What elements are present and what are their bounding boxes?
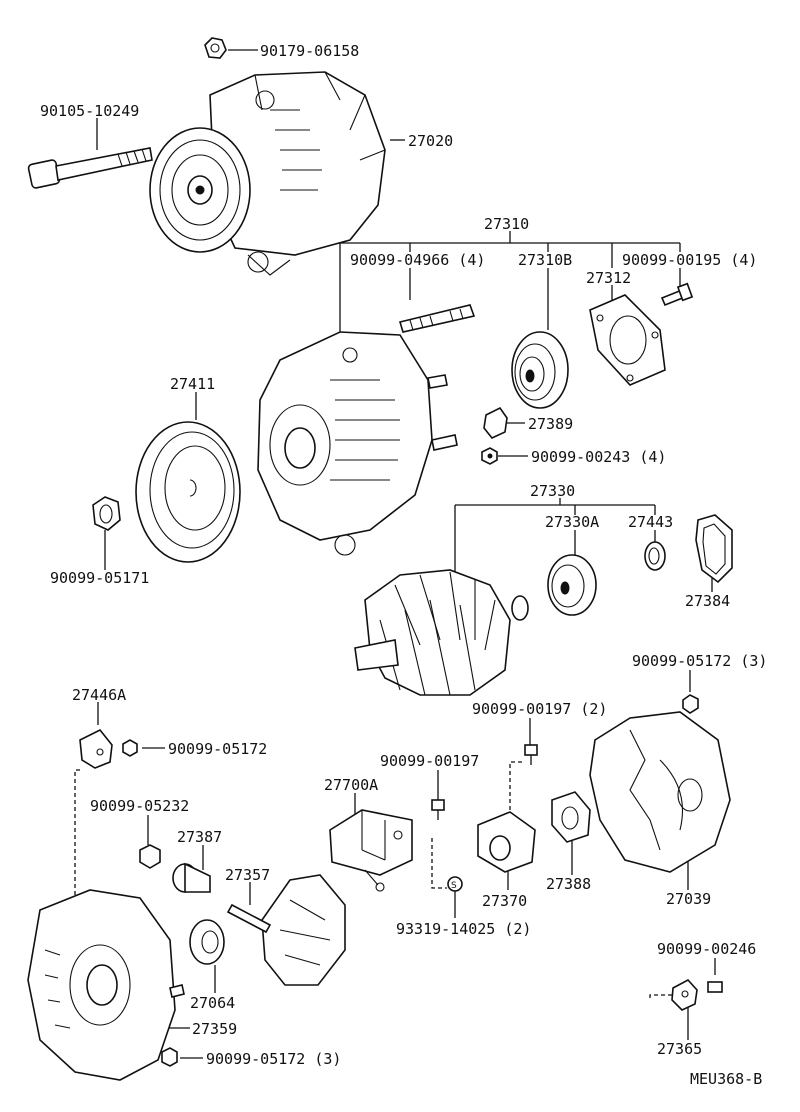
bracket-part	[79, 728, 113, 769]
label-frame-assy: 27310	[484, 215, 529, 233]
terminal-screw-part	[707, 981, 723, 993]
pulley-nut-part	[92, 496, 121, 531]
end-cover-part	[589, 711, 731, 873]
label-rotor-assy: 27330	[530, 482, 575, 500]
label-cover-ring: 27443	[628, 513, 673, 531]
label-bearing-rear: 27330A	[545, 513, 599, 531]
rear-frame-nut-part	[161, 1047, 178, 1067]
diagram-code: MEU368-B	[690, 1070, 762, 1088]
brush-holder-part	[477, 811, 536, 873]
label-nut-5172-3b: 90099-05172 (3)	[206, 1050, 341, 1068]
regulator-screw-part	[431, 799, 445, 820]
insulator-part	[695, 514, 733, 584]
cover-ring-part	[644, 541, 666, 571]
label-retainer-plate: 27312	[586, 269, 631, 287]
regulator-part	[329, 809, 413, 892]
alternator-assembly-part	[149, 71, 386, 276]
end-cover-nut-part	[682, 694, 699, 714]
frame-screw-part	[481, 447, 498, 465]
terminal-insulator-part	[172, 862, 211, 893]
pulley-part	[135, 421, 241, 563]
stud-bolt-part	[398, 304, 476, 333]
bracket-nut-part	[122, 739, 138, 757]
retainer-plate-part	[589, 294, 666, 386]
brush-screw-part	[524, 744, 538, 765]
label-nut-5172-3a: 90099-05172 (3)	[632, 652, 767, 670]
label-pulley: 27411	[170, 375, 215, 393]
part-number-labels: 90179-06158 90105-10249 27020 27310 9009…	[40, 42, 767, 1088]
stud-screw-part: S	[447, 876, 463, 892]
clip-part	[483, 406, 508, 439]
rear-bearing-part	[547, 554, 597, 616]
label-rectifier: 27357	[225, 866, 270, 884]
label-clip: 27389	[528, 415, 573, 433]
brush-cover-part	[551, 791, 591, 843]
label-bracket: 27446A	[72, 686, 126, 704]
label-terminal-plate: 27365	[657, 1040, 702, 1058]
label-nut-5232: 90099-05232	[90, 797, 189, 815]
label-alternator: 27020	[408, 132, 453, 150]
terminal-plate-part	[671, 978, 698, 1011]
mounting-bolt-part	[27, 147, 153, 189]
rear-frame-part	[27, 889, 185, 1081]
front-bearing-part	[511, 331, 569, 409]
label-screw-197: 90099-00197	[380, 752, 479, 770]
retainer-screw-part	[660, 282, 694, 307]
label-nut-top: 90179-06158	[260, 42, 359, 60]
label-screw-243: 90099-00243 (4)	[531, 448, 666, 466]
svg-text:S: S	[451, 881, 457, 891]
label-screw-4: 90099-00195 (4)	[622, 251, 757, 269]
rotor-part	[354, 569, 529, 696]
label-nut-5172: 90099-05172	[168, 740, 267, 758]
top-nut-part	[204, 37, 227, 59]
label-bolt-mount: 90105-10249	[40, 102, 139, 120]
label-regulator: 27700A	[324, 776, 378, 794]
label-end-cover: 27039	[666, 890, 711, 908]
drive-end-frame-part	[257, 331, 458, 556]
label-gasket: 27064	[190, 994, 235, 1012]
label-bearing-front: 27310B	[518, 251, 572, 269]
label-insulator: 27384	[685, 592, 730, 610]
label-pulley-nut: 90099-05171	[50, 569, 149, 587]
gasket-part	[189, 919, 225, 965]
label-brush-holder: 27370	[482, 892, 527, 910]
rectifier-part	[226, 874, 346, 986]
label-terminal-insulator: 27387	[177, 828, 222, 846]
label-screw-197-2: 90099-00197 (2)	[472, 700, 607, 718]
insulator-nut-part	[139, 844, 161, 869]
label-brush-cover: 27388	[546, 875, 591, 893]
label-stud-bolt: 90099-04966 (4)	[350, 251, 485, 269]
label-screw-stud: 93319-14025 (2)	[396, 920, 531, 938]
label-rear-frame: 27359	[192, 1020, 237, 1038]
assembly-dashed-lines	[74, 761, 672, 1000]
label-screw-246: 90099-00246	[657, 940, 756, 958]
